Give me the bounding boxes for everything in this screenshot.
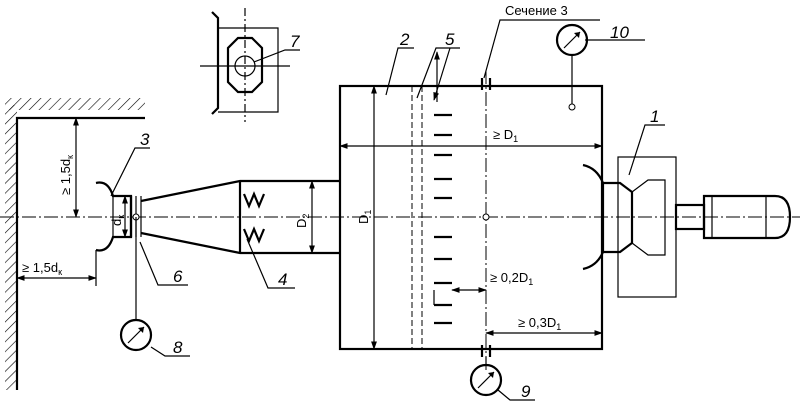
gauge-9 [469,357,503,397]
section-3 [480,70,492,370]
dim-wall-horizontal: ≥ 1,5dк [22,260,62,277]
inlet-collector [95,181,142,252]
dim-length-d1: ≥ D1 [493,127,518,144]
dim-section-offset: ≥ 0,3D1 [518,315,561,332]
dim-comb-gap: ≥ 0,2D1 [490,270,533,287]
label-2: 2 [399,30,410,49]
gauge-8 [119,217,153,352]
label-6: 6 [173,267,183,286]
label-10: 10 [610,23,629,42]
measuring-rake [433,113,452,325]
label-3: 3 [140,130,150,149]
label-1: 1 [650,107,659,126]
label-9: 9 [521,382,531,401]
label-4: 4 [278,270,287,289]
label-8: 8 [173,338,183,357]
dim-d2: D2 [294,214,311,228]
dim-d1: D1 [356,210,373,224]
section-label: Сечение 3 [505,3,568,18]
fan [582,156,792,298]
dim-wall-vertical: ≥ 1,5dк [58,155,75,195]
inset-detail-7 [200,8,290,122]
diffuser-cone [140,179,340,255]
dimension-lines [16,85,603,350]
gauge-10 [555,23,589,111]
label-5: 5 [445,30,455,49]
leader-lines [110,19,665,401]
flow-straightener [242,191,266,244]
wall [5,98,145,390]
screens [411,86,423,349]
label-7: 7 [290,32,300,51]
dim-dk: dк [109,215,126,226]
